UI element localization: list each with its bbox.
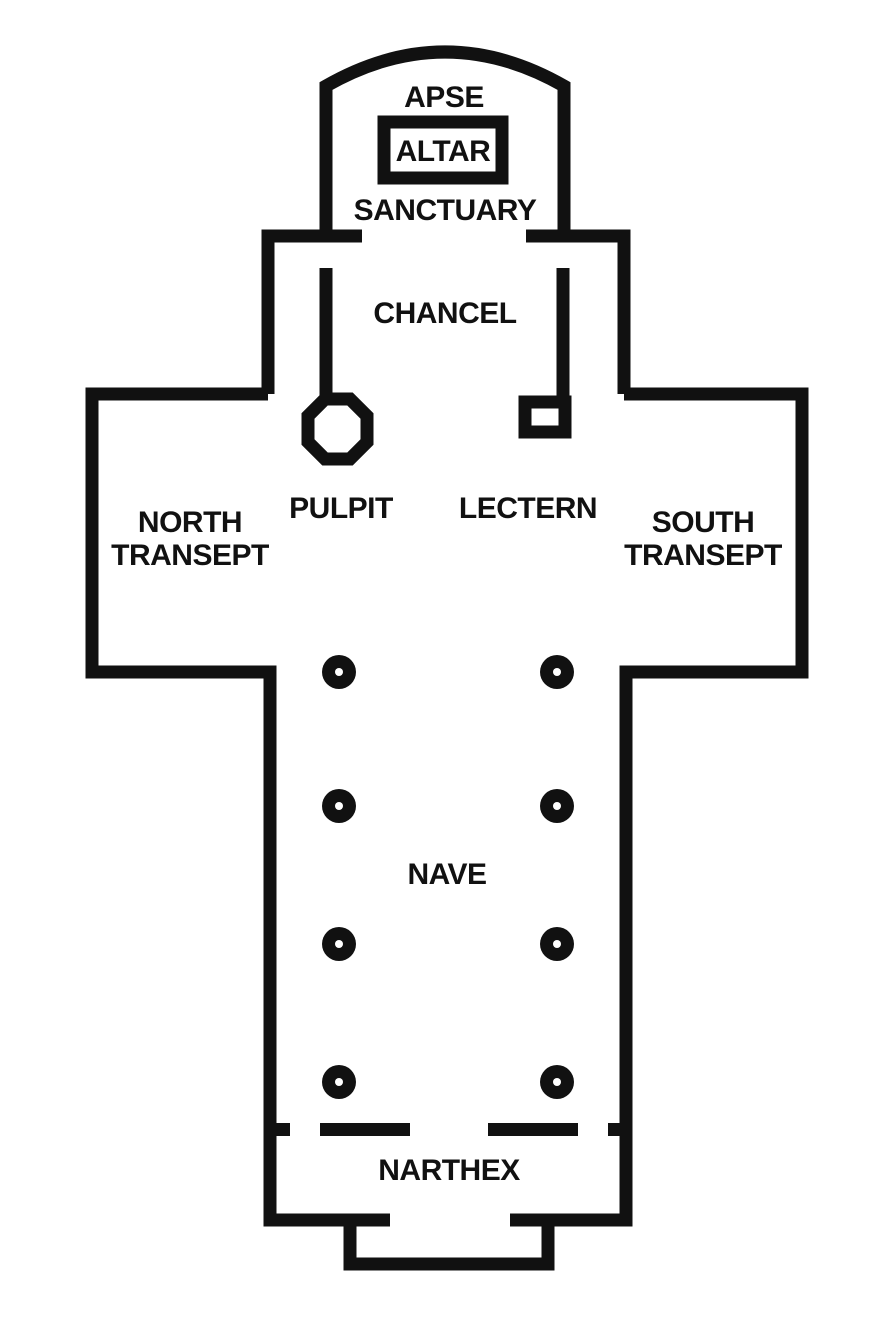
label-narthex: NARTHEX bbox=[378, 1154, 520, 1187]
column bbox=[322, 789, 356, 823]
lectern-box bbox=[518, 395, 572, 439]
transept-nave-wall-left bbox=[85, 387, 390, 1227]
transept-nave-wall-right bbox=[510, 387, 809, 1227]
chancel-wall-left bbox=[261, 229, 362, 394]
column bbox=[322, 927, 356, 961]
label-altar: ALTAR bbox=[396, 135, 492, 168]
label-pulpit: PULPIT bbox=[289, 492, 393, 525]
altar-box bbox=[377, 115, 509, 185]
label-south-transept-line2: TRANSEPT bbox=[624, 539, 782, 572]
label-chancel: CHANCEL bbox=[373, 297, 516, 330]
label-north-transept-line2: TRANSEPT bbox=[111, 539, 269, 572]
label-lectern: LECTERN bbox=[459, 492, 597, 525]
label-north-transept-line1: NORTH bbox=[138, 506, 242, 539]
label-apse: APSE bbox=[404, 81, 484, 114]
narthex-screen-stub-right bbox=[608, 1123, 622, 1136]
pulpit-octagon bbox=[301, 392, 374, 466]
column bbox=[540, 1065, 574, 1099]
label-south-transept-line1: SOUTH bbox=[652, 506, 755, 539]
narthex-screen-bar-left bbox=[320, 1123, 410, 1136]
column bbox=[540, 655, 574, 689]
nave-columns bbox=[322, 655, 574, 1099]
narthex-screen-stub-left bbox=[276, 1123, 290, 1136]
column bbox=[322, 655, 356, 689]
column bbox=[540, 927, 574, 961]
entrance-porch-wall bbox=[343, 1220, 555, 1271]
label-sanctuary: SANCTUARY bbox=[354, 194, 537, 227]
column bbox=[540, 789, 574, 823]
narthex-screen bbox=[276, 1123, 622, 1136]
column bbox=[322, 1065, 356, 1099]
narthex-screen-bar-right bbox=[488, 1123, 578, 1136]
chancel-wall-right bbox=[526, 229, 631, 394]
apse-wall bbox=[319, 45, 571, 236]
label-nave: NAVE bbox=[407, 858, 486, 891]
